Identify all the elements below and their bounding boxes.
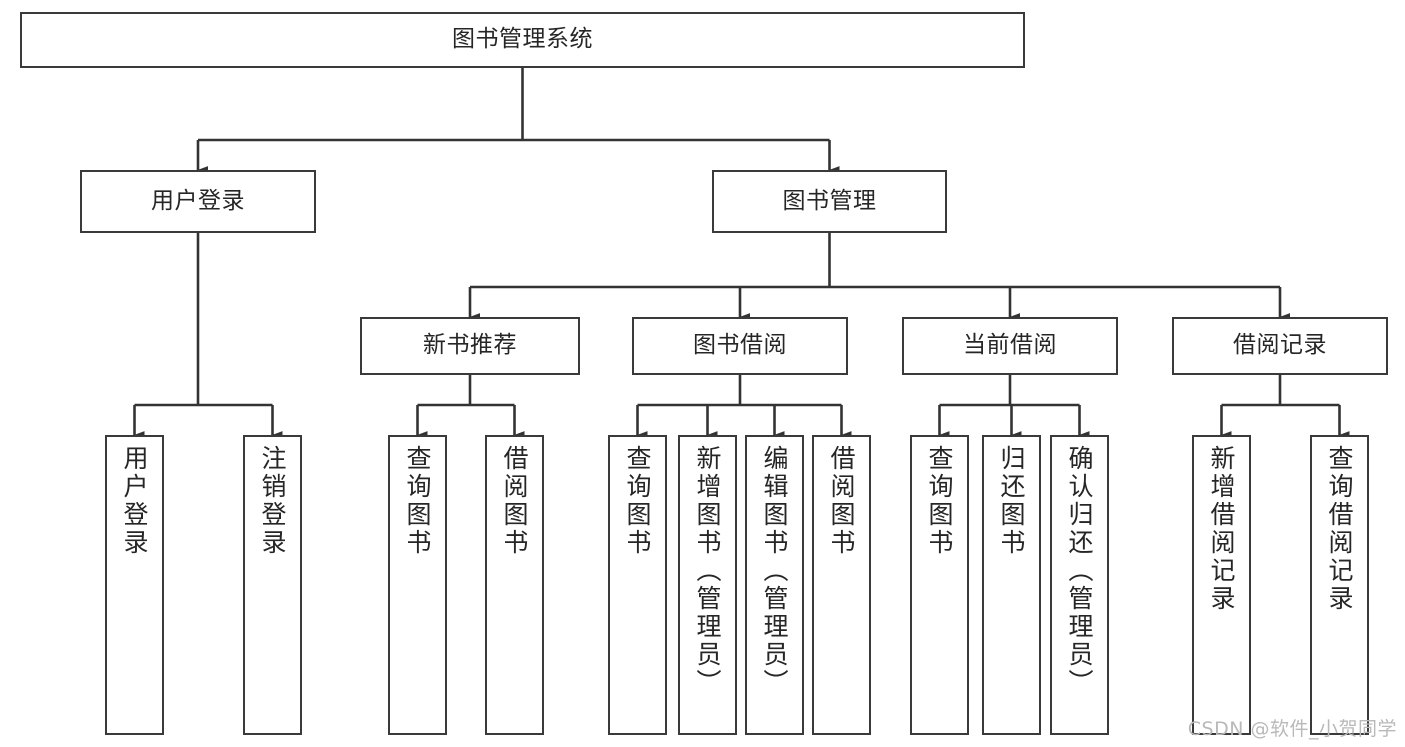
leaf-node-return-book[interactable]: 归还图书	[982, 435, 1041, 735]
node-label: 借阅图书	[500, 445, 529, 557]
leaf-node-borrow-book-borrowing[interactable]: 借阅图书	[812, 435, 871, 735]
node-new-book-recommendation[interactable]: 新书推荐	[360, 317, 580, 375]
watermark-text: CSDN @软件_小贺同学	[1187, 718, 1397, 740]
node-book-borrowing[interactable]: 图书借阅	[632, 317, 848, 375]
node-current-borrowing[interactable]: 当前借阅	[902, 317, 1118, 375]
node-label: 新增图书（管理员）	[693, 445, 722, 697]
node-label: 图书管理	[782, 187, 877, 214]
node-label: 借阅图书	[827, 445, 856, 557]
leaf-node-query-book-recommendation[interactable]: 查询图书	[388, 435, 447, 735]
leaf-node-borrow-book-recommendation[interactable]: 借阅图书	[485, 435, 544, 735]
leaf-node-add-book-admin[interactable]: 新增图书（管理员）	[678, 435, 737, 735]
node-label: 图书借阅	[693, 332, 787, 359]
node-label: 新增借阅记录	[1207, 445, 1236, 613]
node-label: 归还图书	[997, 445, 1026, 557]
node-label: 新书推荐	[423, 332, 517, 359]
leaf-node-add-borrowing-record[interactable]: 新增借阅记录	[1192, 435, 1251, 735]
node-user-login[interactable]: 用户登录	[80, 170, 316, 233]
leaf-node-query-borrowing-record[interactable]: 查询借阅记录	[1310, 435, 1369, 735]
leaf-node-user-login[interactable]: 用户登录	[105, 435, 164, 735]
node-label: 注销登录	[258, 445, 287, 557]
node-label: 查询借阅记录	[1325, 445, 1354, 613]
leaf-node-logout[interactable]: 注销登录	[243, 435, 302, 735]
node-label: 查询图书	[623, 445, 652, 557]
node-label: 借阅记录	[1233, 332, 1327, 359]
node-label: 编辑图书（管理员）	[760, 445, 789, 697]
node-label: 查询图书	[925, 445, 954, 557]
leaf-node-confirm-return-admin[interactable]: 确认归还（管理员）	[1050, 435, 1109, 735]
node-label: 用户登录	[120, 445, 149, 557]
leaf-node-query-book-borrowing[interactable]: 查询图书	[608, 435, 667, 735]
node-label: 查询图书	[403, 445, 432, 557]
node-root-book-management-system[interactable]: 图书管理系统	[20, 12, 1025, 68]
node-label: 确认归还（管理员）	[1065, 445, 1094, 697]
node-book-management[interactable]: 图书管理	[712, 170, 947, 233]
node-label: 当前借阅	[963, 332, 1057, 359]
node-label: 图书管理系统	[452, 26, 593, 53]
leaf-node-query-book-current[interactable]: 查询图书	[910, 435, 969, 735]
node-label: 用户登录	[151, 187, 245, 214]
leaf-node-edit-book-admin[interactable]: 编辑图书（管理员）	[745, 435, 804, 735]
node-borrowing-record[interactable]: 借阅记录	[1172, 317, 1388, 375]
